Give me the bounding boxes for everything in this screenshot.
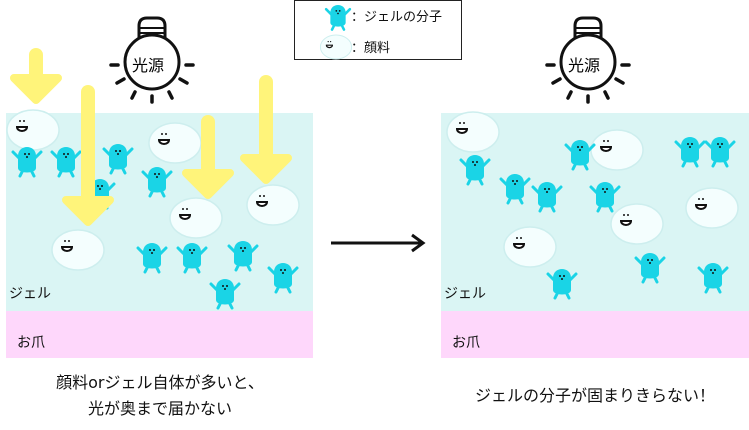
gel-molecule bbox=[50, 147, 82, 178]
pigment bbox=[446, 111, 500, 153]
left-caption-line2: 光が奥まで届かない bbox=[87, 399, 232, 418]
gel-molecule bbox=[634, 253, 666, 284]
gel-molecule bbox=[697, 263, 729, 294]
nail-layer-right bbox=[441, 311, 749, 358]
legend-pigment-label: ：顔料 bbox=[351, 41, 391, 56]
gel-molecule bbox=[141, 167, 173, 198]
pigments-right bbox=[446, 111, 739, 268]
light-ray-arrow bbox=[10, 48, 62, 104]
pigment bbox=[610, 203, 664, 245]
nail-label-left: お爪 bbox=[17, 335, 45, 351]
light-bulb-icon-right bbox=[545, 16, 631, 104]
pigment bbox=[51, 229, 105, 271]
pigment bbox=[6, 109, 60, 151]
gel-label-left: ジェル bbox=[9, 286, 51, 302]
light-rays bbox=[10, 48, 292, 226]
nail-layer-left bbox=[6, 311, 313, 358]
gel-molecule bbox=[674, 137, 706, 168]
gel-molecule bbox=[136, 243, 168, 274]
gel-molecule bbox=[176, 243, 208, 274]
pigment-icon bbox=[319, 34, 353, 60]
gel-molecule bbox=[102, 144, 134, 175]
light-ray-arrow bbox=[182, 115, 234, 199]
gel-molecule bbox=[564, 140, 596, 171]
molecule-icon bbox=[324, 4, 352, 31]
light-ray-arrow bbox=[240, 75, 292, 184]
gel-molecule bbox=[459, 155, 491, 186]
pigment bbox=[148, 122, 202, 164]
gel-molecule bbox=[499, 174, 531, 205]
legend-molecule-label: ：ジェルの分子 bbox=[351, 10, 443, 25]
molecules-left bbox=[11, 144, 299, 310]
gel-molecule bbox=[531, 182, 563, 213]
gel-label-right: ジェル bbox=[444, 286, 486, 302]
right-caption: ジェルの分子が固まりきらない！ bbox=[474, 386, 715, 405]
pigment bbox=[590, 129, 644, 171]
legend: ：ジェルの分子 ：顔料 bbox=[294, 0, 462, 60]
light-source-label-right: 光源 bbox=[568, 56, 601, 75]
gel-molecule bbox=[589, 182, 621, 213]
left-caption: 顔料orジェル自体が多いと、 光が奥まで届かない bbox=[20, 370, 300, 422]
pigments-left bbox=[6, 109, 300, 271]
light-source-label-left: 光源 bbox=[132, 56, 165, 75]
gel-molecule bbox=[209, 279, 241, 310]
left-caption-line1: 顔料orジェル自体が多いと、 bbox=[56, 373, 264, 392]
gel-molecule bbox=[546, 269, 578, 300]
gel-molecule bbox=[227, 241, 259, 272]
molecules-right bbox=[459, 137, 736, 300]
light-ray-arrow bbox=[62, 85, 114, 226]
arrow-right-icon bbox=[331, 233, 426, 253]
pigment bbox=[685, 187, 739, 229]
nail-label-right: お爪 bbox=[452, 335, 480, 351]
pigment bbox=[169, 197, 223, 239]
pigment bbox=[503, 226, 557, 268]
light-bulb-icon-left bbox=[109, 16, 195, 104]
gel-molecule bbox=[267, 263, 299, 294]
pigment bbox=[246, 184, 300, 226]
gel-molecule bbox=[704, 137, 736, 168]
gel-molecule bbox=[11, 147, 43, 178]
